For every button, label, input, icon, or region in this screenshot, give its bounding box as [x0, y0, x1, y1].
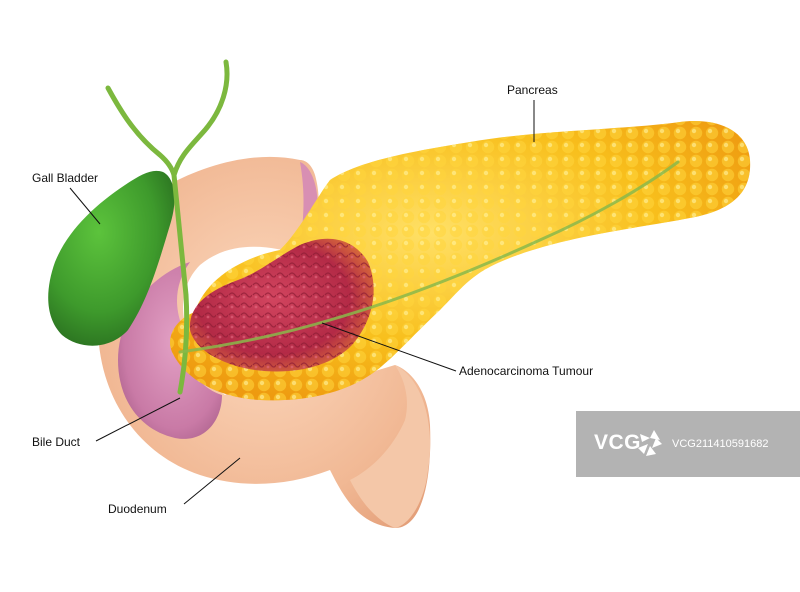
gall-bladder-shape	[48, 170, 175, 346]
gall-bladder-label: Gall Bladder	[32, 171, 99, 185]
leader-lines	[69, 100, 535, 505]
duct-lines	[105, 59, 680, 395]
tumour-shape	[189, 238, 374, 372]
bile-duct-label: Bile Duct	[32, 435, 81, 449]
watermark-image-id: VCG211410591682	[672, 438, 769, 450]
duodenum-label: Duodenum	[108, 502, 167, 516]
tumour-label: Adenocarcinoma Tumour	[459, 364, 594, 378]
pancreas-label: Pancreas	[507, 83, 558, 97]
vcg-logo-icon	[638, 430, 662, 456]
watermark: VCG VCG211410591682	[576, 411, 800, 477]
watermark-brand: VCG	[594, 431, 642, 454]
